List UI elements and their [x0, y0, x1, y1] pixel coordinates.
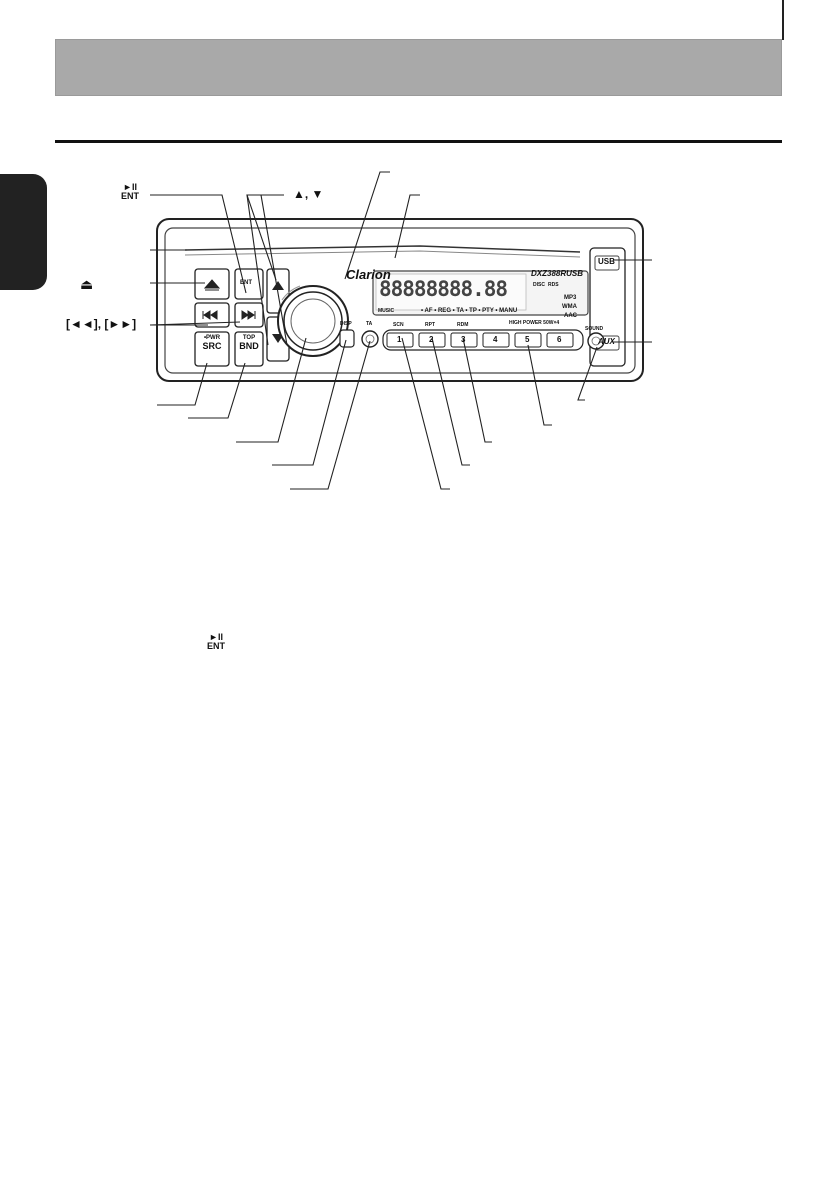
callout-src: [157, 362, 208, 406]
sound-label: SOUND: [585, 326, 604, 332]
preset-label-2: 2: [429, 335, 434, 344]
disc-label: DISC: [533, 282, 545, 288]
format-badge-wma: WMA: [562, 304, 577, 310]
volume-knob-outer[interactable]: [277, 285, 349, 357]
up-arrow-icon: [272, 281, 284, 290]
prev-track-icon: [202, 310, 218, 320]
disp-label: DISP: [340, 321, 352, 327]
ta-label: TA: [366, 321, 373, 327]
callout-play-pause: [150, 194, 247, 294]
src-button-label: •PWR SRC: [198, 335, 226, 351]
format-badge-mp3: MP3: [564, 295, 577, 301]
ent-label: ENT: [121, 191, 139, 201]
top-edge-line: [782, 0, 784, 40]
body-play-pause-icon: ►II: [209, 632, 223, 642]
callout-preset-3: [462, 337, 492, 443]
bnd-label: BND: [239, 341, 259, 351]
callout-preset-6: [527, 344, 552, 426]
body-ent-label: ENT: [207, 641, 225, 651]
side-tab: [0, 174, 47, 290]
callout-disc-slot: [394, 194, 420, 259]
display-seg-area: [375, 273, 527, 311]
pwr-label: •PWR: [203, 335, 221, 341]
track-buttons-callout: [◄◄], [►►]: [66, 317, 137, 331]
preset-button-6[interactable]: [546, 332, 574, 348]
format-badge-aac: AAC: [564, 313, 577, 319]
bnd-button[interactable]: [234, 331, 264, 367]
preset-button-1[interactable]: [386, 332, 414, 348]
callout-bnd: [188, 362, 246, 419]
top-label: TOP: [242, 335, 256, 341]
sound-button-inner: [591, 336, 601, 346]
rdm-label: RDM: [457, 322, 469, 328]
high-power-label: HIGH POWER 50W×4: [509, 320, 560, 326]
callout-sound: [577, 346, 598, 401]
src-button[interactable]: [194, 331, 230, 367]
brand-logo: Clarion: [346, 267, 391, 282]
callout-down-a: [246, 194, 269, 346]
volume-knob-ring: [283, 291, 343, 351]
preset-label-3: 3: [461, 335, 466, 344]
display-digits: 88888888.88: [379, 277, 508, 301]
scn-label: SCN: [393, 322, 404, 328]
volume-knob-inner: [290, 298, 336, 344]
display-status: • AF • REG • TA • TP • PTY • MANU: [421, 308, 518, 314]
callout-lines: [149, 171, 652, 490]
eject-icon: ⏏: [80, 276, 94, 292]
callout-next: [149, 321, 241, 326]
aux-label: AUX: [598, 337, 615, 346]
preset-label-1: 1: [397, 335, 402, 344]
play-ent-small: ENT: [240, 280, 252, 286]
next-track-icon: [241, 310, 256, 320]
disc-slot-shadow: [184, 250, 581, 258]
header-band: [55, 39, 782, 96]
rpt-label: RPT: [425, 322, 435, 328]
callout-brand: [344, 171, 390, 280]
bnd-button-label: TOP BND: [236, 335, 262, 351]
music-label: MUSIC: [378, 308, 395, 314]
callout-down-b: [260, 194, 288, 346]
disc-slot: [184, 245, 581, 253]
callout-disp: [272, 339, 347, 466]
play-pause-icon: ►II: [123, 182, 137, 192]
preset-label-4: 4: [493, 335, 498, 344]
usb-label: USB: [598, 257, 615, 266]
play-pause-callout: ►II ENT: [116, 183, 144, 201]
preset-label-5: 5: [525, 335, 530, 344]
eject-button-icon: [203, 279, 221, 291]
model-number: DXZ388RUSB: [531, 269, 584, 278]
src-label: SRC: [202, 341, 222, 351]
rds-label: RDS: [548, 282, 559, 288]
disp-button[interactable]: [339, 329, 355, 348]
callout-knob: [236, 337, 307, 443]
body-play-pause-callout: ►II ENT: [202, 633, 230, 651]
preset-button-3[interactable]: [450, 332, 478, 348]
section-rule: [55, 140, 782, 143]
callout-ta: [290, 340, 371, 490]
preset-label-6: 6: [557, 335, 562, 344]
callout-preset-1: [401, 337, 450, 490]
up-down-callout: ▲, ▼: [293, 187, 324, 201]
callout-preset-2: [431, 337, 470, 466]
knob-highlight: [281, 285, 301, 301]
preset-button-4[interactable]: [482, 332, 510, 348]
